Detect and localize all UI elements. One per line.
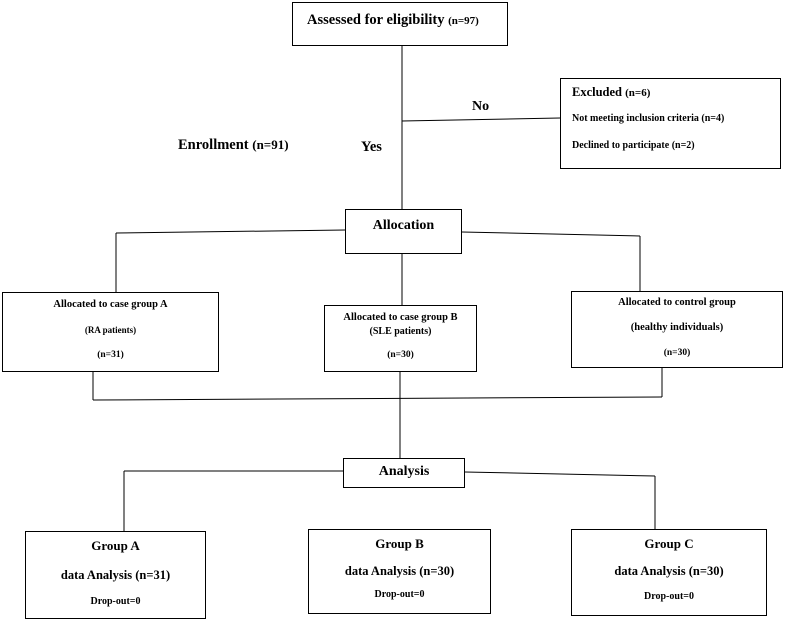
control-allocation-box: Allocated to control group (healthy indi… [571,291,783,368]
assessed-count: (n=97) [448,15,479,27]
group-b-alloc-line3: (n=30) [387,350,414,360]
group-b-alloc-line2: (SLE patients) [369,326,432,337]
group-b-alloc-line1: Allocated to case group B [343,312,458,323]
control-alloc-line3: (n=30) [663,348,691,358]
assessed-label: Assessed for eligibility [307,12,445,28]
group-a-allocation-box: Allocated to case group A (RA patients) … [2,292,219,372]
group-c-box: Group C data Analysis (n=30) Drop-out=0 [571,529,767,616]
group-a-alloc-line3: (n=31) [97,350,124,360]
group-a-analysis: data Analysis (n=31) [60,568,171,582]
excluded-box: Excluded (n=6) Not meeting inclusion cri… [560,78,781,169]
line-analysis-right [464,471,656,477]
line-to-excluded [401,117,561,122]
control-alloc-line2: (healthy individuals) [630,322,724,333]
analysis-label: Analysis [378,464,430,479]
excluded-reason-2: Declined to participate (n=2) [572,140,695,151]
analysis-box: Analysis [343,458,465,488]
group-a-alloc-line1: Allocated to case group A [53,299,168,310]
excluded-count: (n=6) [625,87,651,99]
line-allocation-right [461,231,641,237]
line-allocation-left [115,229,346,234]
enrollment-label: Enrollment (n=91) [178,137,289,154]
group-a-box: Group A data Analysis (n=31) Drop-out=0 [25,531,206,619]
assessed-box: Assessed for eligibility (n=97) [292,2,508,46]
group-b-box: Group B data Analysis (n=30) Drop-out=0 [308,529,491,614]
enrollment-text: Enrollment [178,137,249,153]
group-b-allocation-box: Allocated to case group B (SLE patients)… [324,305,477,372]
enrollment-count: (n=91) [252,137,289,152]
group-a-title: Group A [91,538,140,553]
group-c-analysis: data Analysis (n=30) [614,564,724,578]
allocation-box: Allocation [345,209,462,254]
excluded-title: Excluded [572,85,623,99]
group-b-title: Group B [375,536,424,551]
control-alloc-line1: Allocated to control group [618,297,736,308]
yes-label: Yes [361,139,382,155]
group-a-alloc-line2: (RA patients) [84,325,137,335]
no-label: No [472,99,490,114]
group-b-analysis: data Analysis (n=30) [344,564,455,578]
line-merge [92,396,663,401]
group-b-dropout: Drop-out=0 [374,589,425,600]
group-a-dropout: Drop-out=0 [90,596,141,607]
allocation-label: Allocation [372,218,435,233]
group-c-dropout: Drop-out=0 [644,591,694,602]
excluded-reason-1: Not meeting inclusion criteria (n=4) [572,113,725,124]
group-c-title: Group C [644,536,694,551]
